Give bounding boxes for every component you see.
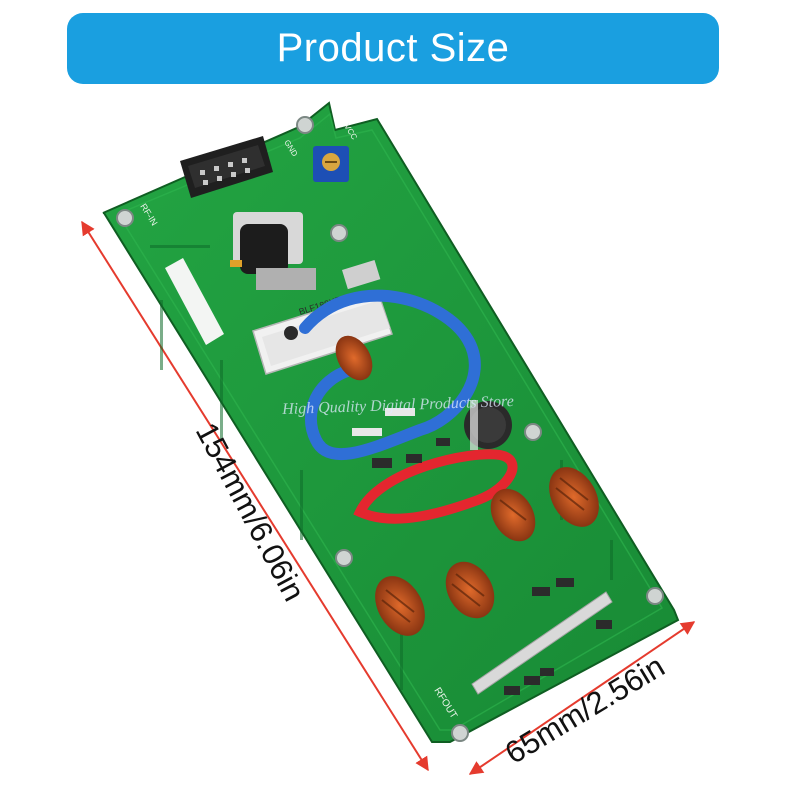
silkscreen-label-strip [165, 258, 224, 345]
smd-components [230, 260, 612, 695]
pin-header-connector [180, 136, 273, 198]
inductor-coils [335, 335, 599, 636]
width-dimension-arrow [468, 621, 696, 775]
trimmer-potentiometer [313, 146, 349, 182]
height-dimension-arrow [81, 220, 429, 772]
product-size-banner: Product Size [67, 13, 719, 84]
red-cable [353, 449, 518, 524]
output-strip [471, 591, 613, 695]
pcb-board [102, 101, 680, 743]
transformer [233, 212, 316, 290]
mounting-holes [116, 116, 664, 742]
banner-title: Product Size [276, 26, 510, 70]
blue-coax-cable [299, 289, 481, 461]
electrolytic-capacitor [464, 400, 512, 450]
